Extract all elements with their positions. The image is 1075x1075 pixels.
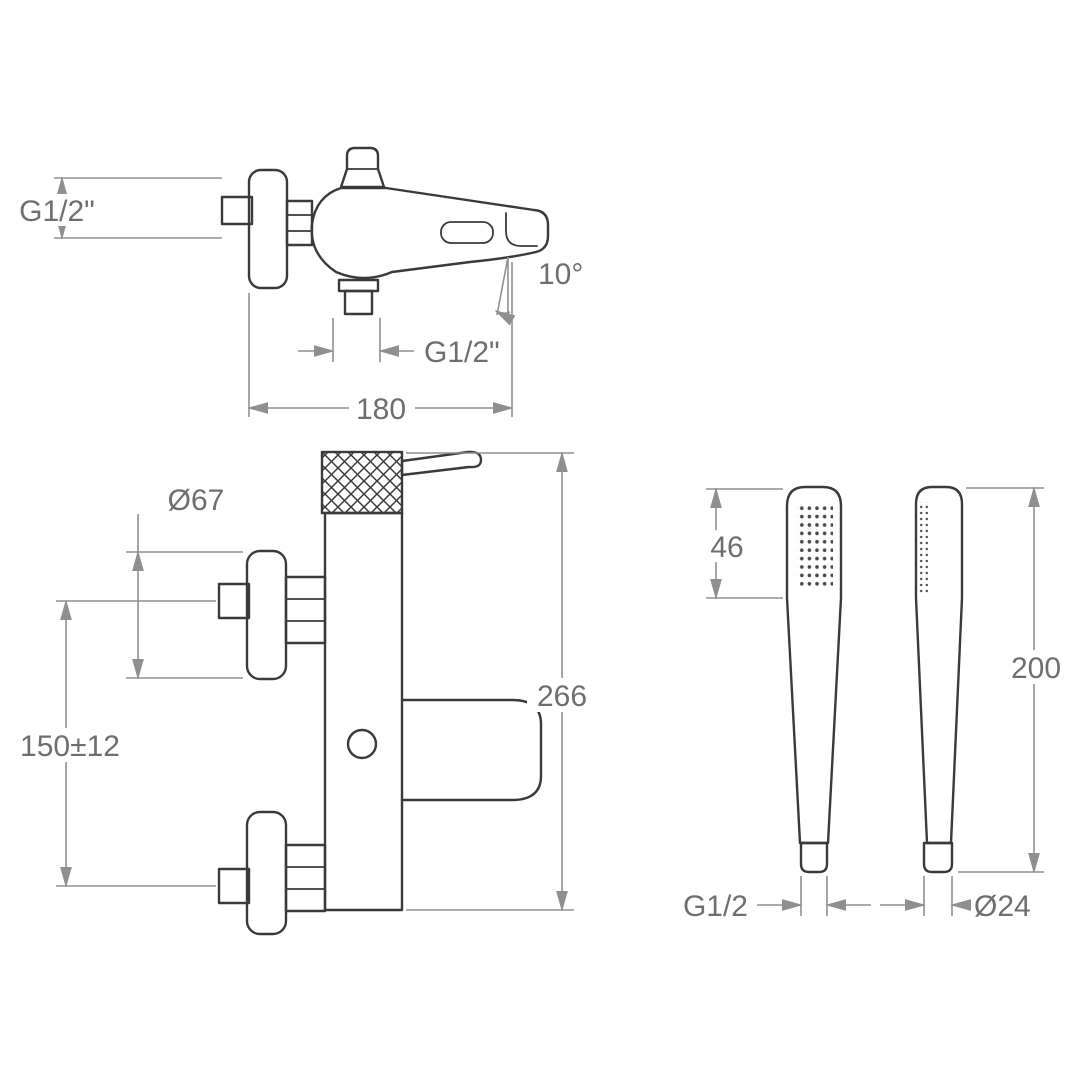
handshower-dimensions: 46 200 G1/2 Ø24 bbox=[683, 486, 1069, 923]
front-diverter-button bbox=[346, 728, 378, 760]
side-hex-nut-facets bbox=[286, 214, 313, 232]
handshower-front-view bbox=[785, 485, 843, 874]
dim-label-inlet-thread: G1/2" bbox=[19, 195, 95, 228]
handshower-spray-face bbox=[796, 503, 833, 589]
dim-angle-arc bbox=[494, 310, 516, 326]
dim-spacing-extension-lines bbox=[56, 600, 216, 887]
dim-label-connection-thread: G1/2 bbox=[683, 890, 748, 923]
front-bottom-wall-flange bbox=[245, 810, 288, 936]
side-spout-inner-detail bbox=[440, 221, 494, 244]
front-bottom-hex-facets bbox=[285, 866, 326, 890]
handshower-side-nozzle bbox=[922, 841, 954, 874]
dim-label-outlet-thread: G1/2" bbox=[424, 336, 500, 369]
front-bottom-inlet-pipe bbox=[217, 867, 251, 905]
dim-height-extension-lines bbox=[406, 452, 574, 911]
dim-head-label-mask bbox=[702, 530, 752, 562]
handshower-side-spray-edge bbox=[919, 502, 928, 594]
dim-diameter-extension-lines bbox=[923, 876, 953, 916]
mixer-front-view bbox=[217, 450, 543, 936]
dim-inlet-extension-lines bbox=[54, 177, 222, 239]
handshower-side-view bbox=[914, 485, 964, 874]
front-knurled-handle bbox=[320, 450, 404, 515]
dim-label-total-length: 200 bbox=[1011, 652, 1061, 685]
dim-label-inlet-spacing: 150±12 bbox=[20, 730, 120, 763]
mixer-side-dimensions: G1/2" 10° G1/2" 180 bbox=[14, 176, 583, 426]
side-handle bbox=[339, 146, 386, 189]
dim-length-label-mask bbox=[1001, 650, 1069, 684]
front-top-hex-nut bbox=[284, 575, 327, 645]
front-top-hex-facets bbox=[285, 598, 326, 622]
dim-label-flange-diameter: Ø67 bbox=[168, 484, 225, 517]
front-bottom-hex-nut bbox=[284, 843, 327, 913]
dim-label-width: 180 bbox=[356, 393, 406, 426]
front-top-wall-flange bbox=[245, 549, 288, 681]
handshower-side-body bbox=[914, 485, 964, 845]
dim-label-height: 266 bbox=[537, 680, 587, 713]
dim-outlet-extension-lines bbox=[332, 318, 381, 362]
dim-inlet-label-mask bbox=[14, 194, 102, 226]
dim-label-spout-angle: 10° bbox=[538, 258, 583, 291]
side-body-and-spout bbox=[310, 186, 550, 280]
side-outlet-pipe bbox=[343, 289, 374, 316]
dim-height-label-mask bbox=[527, 678, 597, 712]
side-inlet-pipe bbox=[220, 195, 254, 226]
side-outlet-nut bbox=[337, 278, 380, 293]
handshower-front-nozzle bbox=[799, 841, 829, 874]
dim-spacing-label-mask bbox=[6, 728, 134, 762]
mixer-side-view bbox=[220, 146, 550, 316]
dim-label-head-length: 46 bbox=[710, 531, 743, 564]
dim-width-extension-lines bbox=[248, 262, 513, 417]
front-body-column bbox=[323, 511, 404, 912]
side-wall-flange bbox=[247, 168, 289, 290]
side-hex-nut bbox=[285, 199, 314, 247]
front-spout bbox=[400, 698, 543, 802]
dim-label-handle-diameter: Ø24 bbox=[974, 890, 1031, 923]
dim-angle-lines bbox=[496, 256, 509, 317]
side-spout-mouth bbox=[505, 212, 538, 247]
dim-flange-extension-lines bbox=[126, 551, 243, 679]
front-top-inlet-pipe bbox=[217, 582, 251, 620]
mixer-front-dimensions: Ø67 150±12 266 bbox=[6, 451, 597, 912]
front-lever bbox=[400, 450, 483, 477]
dim-connection-extension-lines bbox=[800, 876, 828, 916]
handshower-front-body bbox=[785, 485, 843, 845]
dim-width-label-mask bbox=[349, 390, 415, 422]
